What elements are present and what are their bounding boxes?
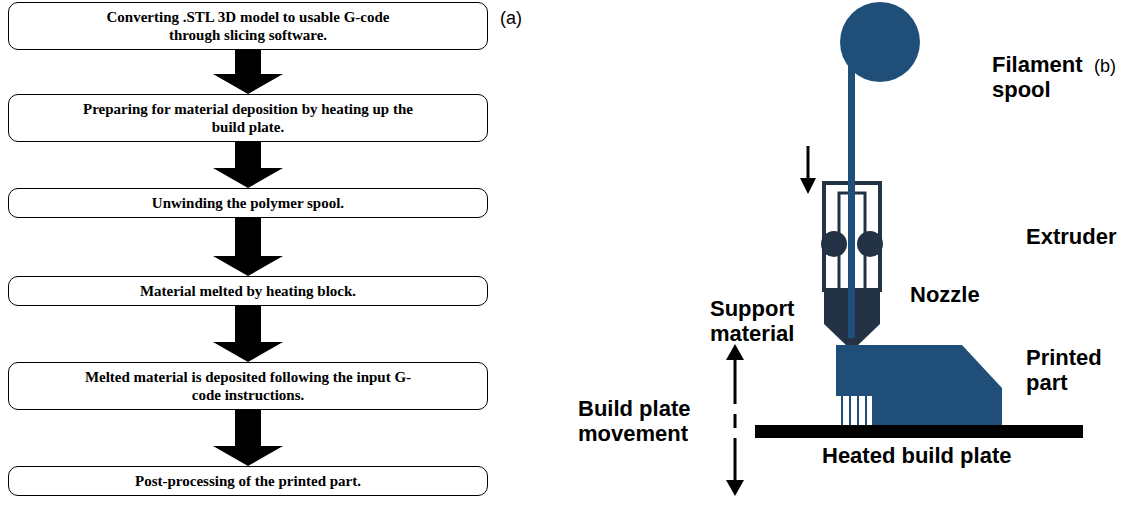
flow-arrow [213,50,283,94]
part-label: Printed part [1026,345,1118,396]
process-box: Melted material is deposited following t… [8,362,488,410]
process-box: Unwinding the polymer spool. [8,188,488,218]
part-label: Support material [710,296,810,347]
process-box: Post-processing of the printed part. [8,466,488,496]
part-label: Filament spool [992,52,1104,103]
panel-label: (a) [500,8,522,29]
process-box: Preparing for material deposition by hea… [8,94,488,142]
part-label: Heated build plate [822,443,1011,468]
process-box: Material melted by heating block. [8,276,488,306]
flow-arrow [213,410,283,466]
part-label: Build plate movement [578,396,706,447]
drive-wheel [857,231,883,257]
process-text: Melted material is deposited following t… [79,368,417,404]
drive-wheel [821,231,847,257]
part-label: Nozzle [910,282,980,307]
part-label: Extruder [1026,224,1116,249]
filament [848,40,855,338]
printed-part [836,345,1002,425]
support-material [842,396,866,425]
feed-arrow-head [800,178,816,194]
feed-arrow-shaft [807,146,810,180]
process-text: Material melted by heating block. [79,282,417,300]
process-box: Converting .STL 3D model to usable G-cod… [8,2,488,50]
flow-arrow [213,142,283,188]
flow-arrow [213,218,283,276]
process-text: Converting .STL 3D model to usable G-cod… [79,8,417,44]
panel-label: (b) [1094,56,1116,77]
flow-arrow [213,306,283,362]
process-text: Post-processing of the printed part. [79,472,417,490]
build-plate-movement-arrow [726,344,744,496]
process-text: Preparing for material deposition by hea… [79,100,417,136]
process-text: Unwinding the polymer spool. [79,194,417,212]
heated-build-plate [755,425,1083,438]
